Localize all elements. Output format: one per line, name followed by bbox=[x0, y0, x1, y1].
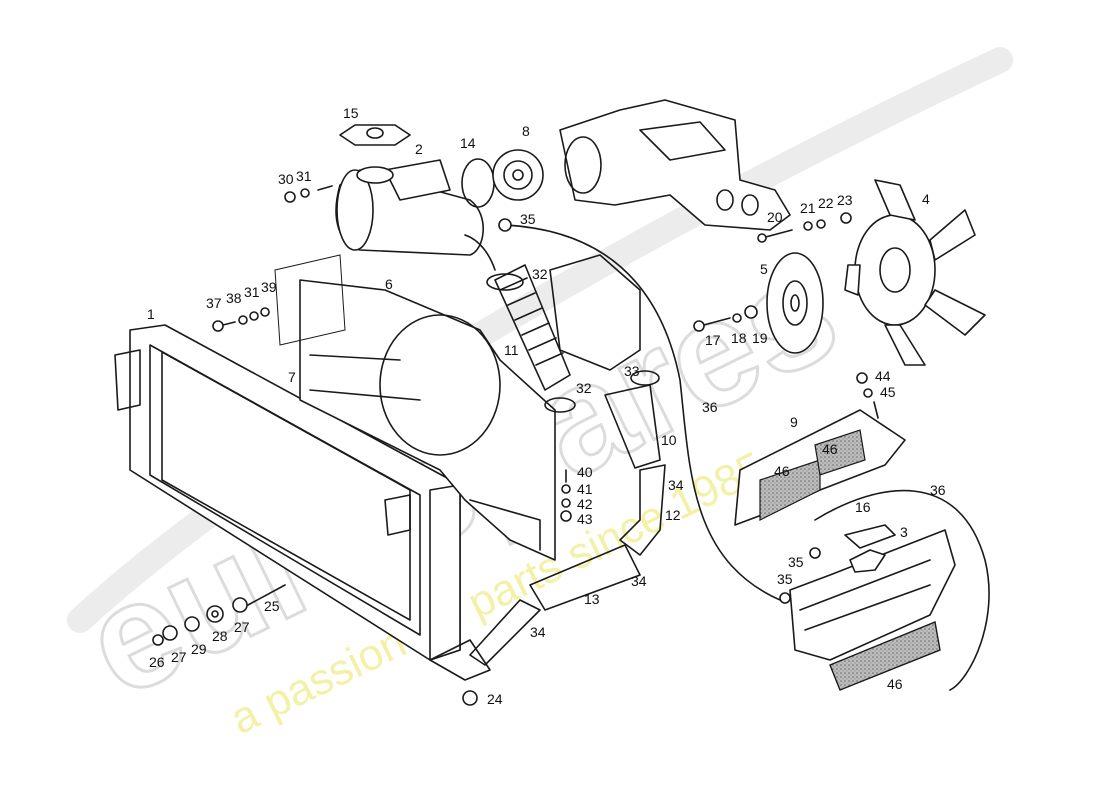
part-label-38: 38 bbox=[226, 290, 242, 306]
part-label-13: 13 bbox=[584, 591, 600, 607]
part-label-25: 25 bbox=[264, 598, 280, 614]
part-label-27-upper: 27 bbox=[234, 619, 250, 635]
part-label-20: 20 bbox=[767, 209, 783, 225]
part-label-22: 22 bbox=[818, 195, 834, 211]
part-label-15: 15 bbox=[343, 105, 359, 121]
part-label-6: 6 bbox=[385, 276, 393, 292]
part-label-34-lower: 34 bbox=[530, 624, 546, 640]
part-label-1: 1 bbox=[147, 306, 155, 322]
part-label-9: 9 bbox=[790, 414, 798, 430]
radiator bbox=[114, 324, 491, 681]
part-label-23: 23 bbox=[837, 192, 853, 208]
part-label-43: 43 bbox=[577, 511, 593, 527]
part-label-45: 45 bbox=[880, 384, 896, 400]
part-label-2: 2 bbox=[415, 141, 423, 157]
part-label-10: 10 bbox=[661, 432, 677, 448]
part-labels: 1 2 3 4 5 6 7 8 9 10 11 12 13 14 15 16 1… bbox=[147, 105, 946, 707]
part-label-42: 42 bbox=[577, 496, 593, 512]
filler-cap bbox=[339, 124, 411, 146]
part-label-32-lower: 32 bbox=[576, 380, 592, 396]
part-label-28: 28 bbox=[212, 628, 228, 644]
part-label-17: 17 bbox=[705, 332, 721, 348]
overflow-pipe bbox=[504, 224, 990, 691]
part-label-46-bottom: 46 bbox=[887, 676, 903, 692]
part-label-31-lower: 31 bbox=[244, 284, 260, 300]
part-label-32-upper: 32 bbox=[532, 266, 548, 282]
cooling-fan bbox=[844, 179, 986, 366]
part-label-36-left: 36 bbox=[702, 399, 718, 415]
part-label-36-right: 36 bbox=[930, 482, 946, 498]
part-label-5: 5 bbox=[760, 261, 768, 277]
part-label-11: 11 bbox=[504, 342, 519, 358]
part-label-30: 30 bbox=[278, 171, 294, 187]
part-label-39: 39 bbox=[261, 279, 277, 295]
part-label-16: 16 bbox=[855, 499, 871, 515]
part-label-12: 12 bbox=[665, 507, 681, 523]
tank-bracket bbox=[734, 409, 906, 526]
part-label-34-upper: 34 bbox=[668, 477, 684, 493]
part-label-35-lower: 35 bbox=[777, 571, 793, 587]
part-label-46-left: 46 bbox=[774, 463, 790, 479]
part-label-24: 24 bbox=[487, 691, 503, 707]
part-label-26: 26 bbox=[149, 654, 165, 670]
header-tank bbox=[335, 159, 496, 271]
part-label-19: 19 bbox=[752, 330, 768, 346]
part-label-35-upper: 35 bbox=[520, 211, 536, 227]
part-label-33: 33 bbox=[624, 363, 640, 379]
part-label-27-lower: 27 bbox=[171, 649, 187, 665]
fan-pulley bbox=[766, 252, 824, 354]
part-label-35-middle: 35 bbox=[788, 554, 804, 570]
part-label-46-right: 46 bbox=[822, 441, 838, 457]
part-label-34-middle: 34 bbox=[631, 573, 647, 589]
watermark-swoosh bbox=[67, 47, 1013, 633]
thermostat bbox=[461, 149, 544, 208]
part-label-41: 41 bbox=[577, 481, 593, 497]
part-label-21: 21 bbox=[800, 200, 816, 216]
part-label-31-upper: 31 bbox=[296, 168, 312, 184]
part-label-14: 14 bbox=[460, 135, 476, 151]
small-hardware bbox=[152, 185, 879, 706]
hoses bbox=[469, 264, 666, 666]
fan-shroud bbox=[274, 254, 556, 561]
part-label-4: 4 bbox=[922, 191, 930, 207]
part-label-7: 7 bbox=[288, 369, 296, 385]
part-label-40: 40 bbox=[577, 464, 593, 480]
part-label-8: 8 bbox=[522, 123, 530, 139]
part-label-18: 18 bbox=[731, 330, 747, 346]
expansion-tank bbox=[789, 524, 956, 691]
part-label-29: 29 bbox=[191, 641, 207, 657]
part-label-3: 3 bbox=[900, 524, 908, 540]
part-label-37: 37 bbox=[206, 295, 222, 311]
part-label-44: 44 bbox=[875, 368, 891, 384]
